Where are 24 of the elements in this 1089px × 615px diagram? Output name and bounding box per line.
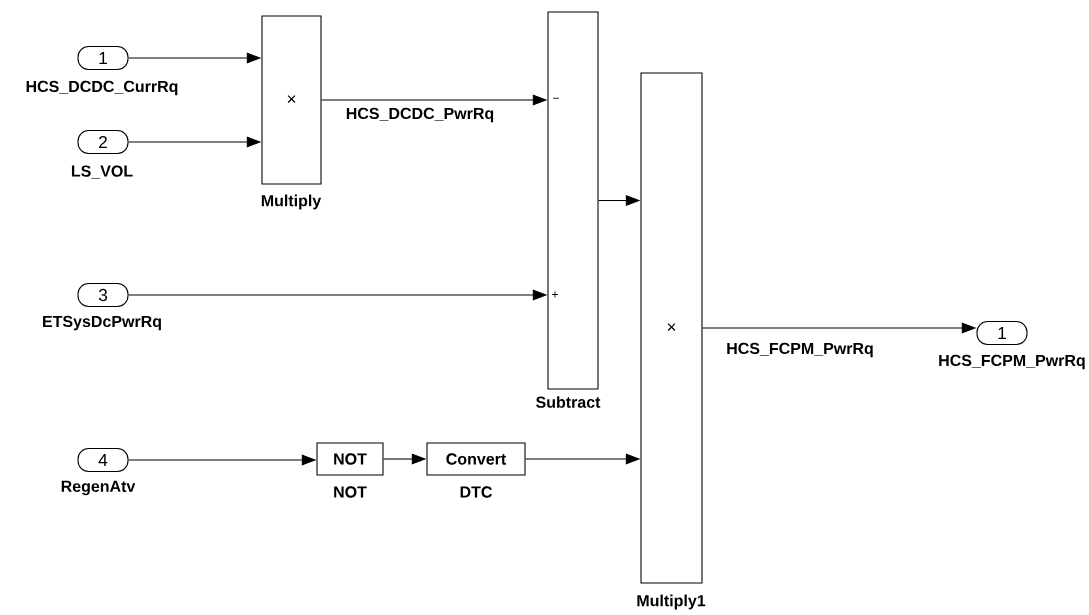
multiply-block: × — [640, 72, 703, 584]
block-label: DTC — [460, 486, 492, 498]
convert-block: Convert — [426, 442, 526, 476]
node-label: + — [552, 291, 558, 298]
node-label: − — [553, 97, 559, 99]
inport: 4 — [77, 447, 129, 473]
edge-label: HCS_FCPM_PwrRq — [724, 341, 876, 359]
logic-block: NOT — [316, 442, 384, 476]
block-label: LS_VOL — [71, 165, 133, 179]
outport: 1 — [976, 320, 1028, 346]
block-label: HCS_FCPM_PwrRq — [939, 354, 1085, 370]
subtract-block: − + — [547, 11, 599, 390]
block-label: HCS_DCDC_CurrRq — [26, 80, 178, 96]
block-label: RegenAtv — [61, 480, 136, 496]
block-label: Multiply1 — [637, 594, 706, 610]
block-label: Subtract — [536, 396, 601, 408]
block-label: NOT — [334, 486, 367, 498]
block-label: Multiply — [261, 194, 322, 210]
multiply-block: × — [261, 15, 322, 185]
edge-label: HCS_DCDC_PwrRq — [344, 106, 496, 124]
inport: 2 — [77, 129, 129, 155]
inport: 3 — [77, 282, 129, 308]
block-label: ETSysDcPwrRq — [43, 315, 161, 331]
inport: 1 — [77, 45, 129, 71]
